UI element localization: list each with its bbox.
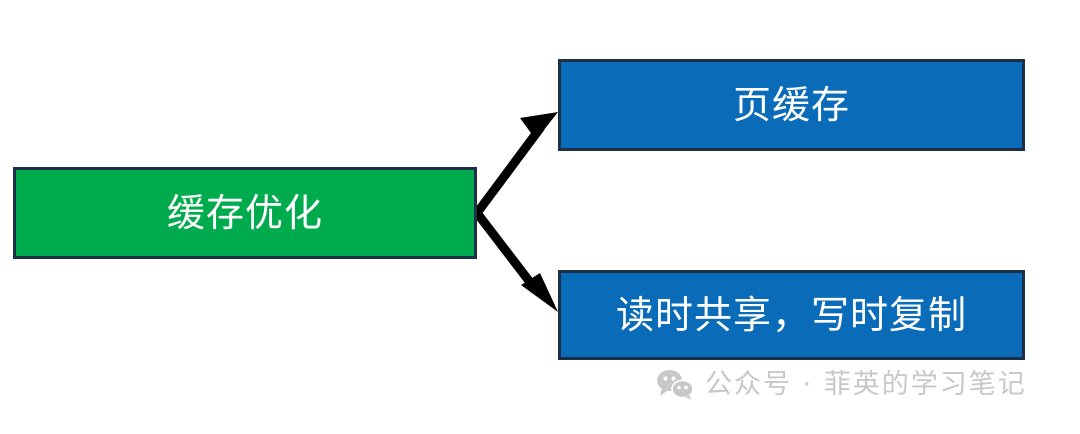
node-copy-on-write-label: 读时共享，写时复制: [615, 293, 967, 337]
wechat-icon: [657, 370, 694, 400]
node-copy-on-write[interactable]: 读时共享，写时复制: [558, 270, 1025, 360]
node-cache-optimization[interactable]: 缓存优化: [13, 167, 477, 259]
edge-to-page-cache: [473, 112, 558, 216]
watermark: 公众号 · 菲英的学习笔记: [655, 368, 1027, 400]
node-page-cache-label: 页缓存: [732, 83, 850, 127]
watermark-text: 公众号 · 菲英的学习笔记: [705, 368, 1027, 400]
node-cache-optimization-label: 缓存优化: [166, 191, 323, 235]
node-page-cache[interactable]: 页缓存: [558, 59, 1025, 151]
edge-to-copy-on-write: [473, 210, 558, 312]
